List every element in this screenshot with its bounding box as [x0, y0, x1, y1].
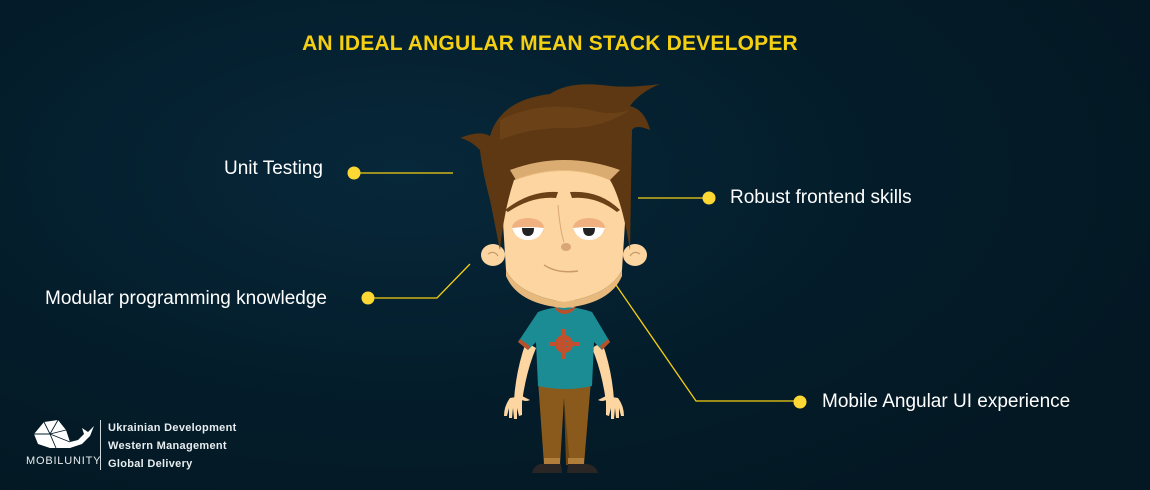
- connector-modular: [368, 263, 471, 299]
- brand-name: MOBILUNITY: [26, 455, 102, 467]
- brand-logo: MOBILUNITY Ukrainian Development Western…: [24, 418, 244, 474]
- tagline: Western Management: [108, 440, 227, 452]
- page-title-text: AN IDEAL ANGULAR MEAN STACK DEVELOPER: [302, 32, 798, 55]
- skill-label-mobile: Mobile Angular UI experience: [822, 391, 1071, 412]
- brand-taglines: Ukrainian Development Western Management…: [108, 419, 237, 473]
- tagline: Ukrainian Development: [108, 422, 237, 434]
- skill-label-robust-frontend: Robust frontend skills: [730, 187, 912, 208]
- dot-modular: [361, 291, 375, 305]
- page-title: AN IDEAL ANGULAR MEAN STACK DEVELOPER: [0, 32, 1150, 56]
- logo-divider: [100, 420, 101, 470]
- skill-label-unit-testing: Unit Testing: [224, 158, 323, 179]
- connector-mobile: [615, 284, 800, 402]
- whale-icon: [34, 419, 94, 449]
- dot-unit-testing: [347, 166, 361, 180]
- skill-label-modular: Modular programming knowledge: [45, 288, 327, 309]
- dot-robust-frontend: [702, 191, 716, 205]
- tagline: Global Delivery: [108, 458, 193, 470]
- developer-character-icon: [460, 84, 660, 473]
- dot-mobile: [793, 395, 807, 409]
- angular-crosshair-emblem: [549, 329, 579, 359]
